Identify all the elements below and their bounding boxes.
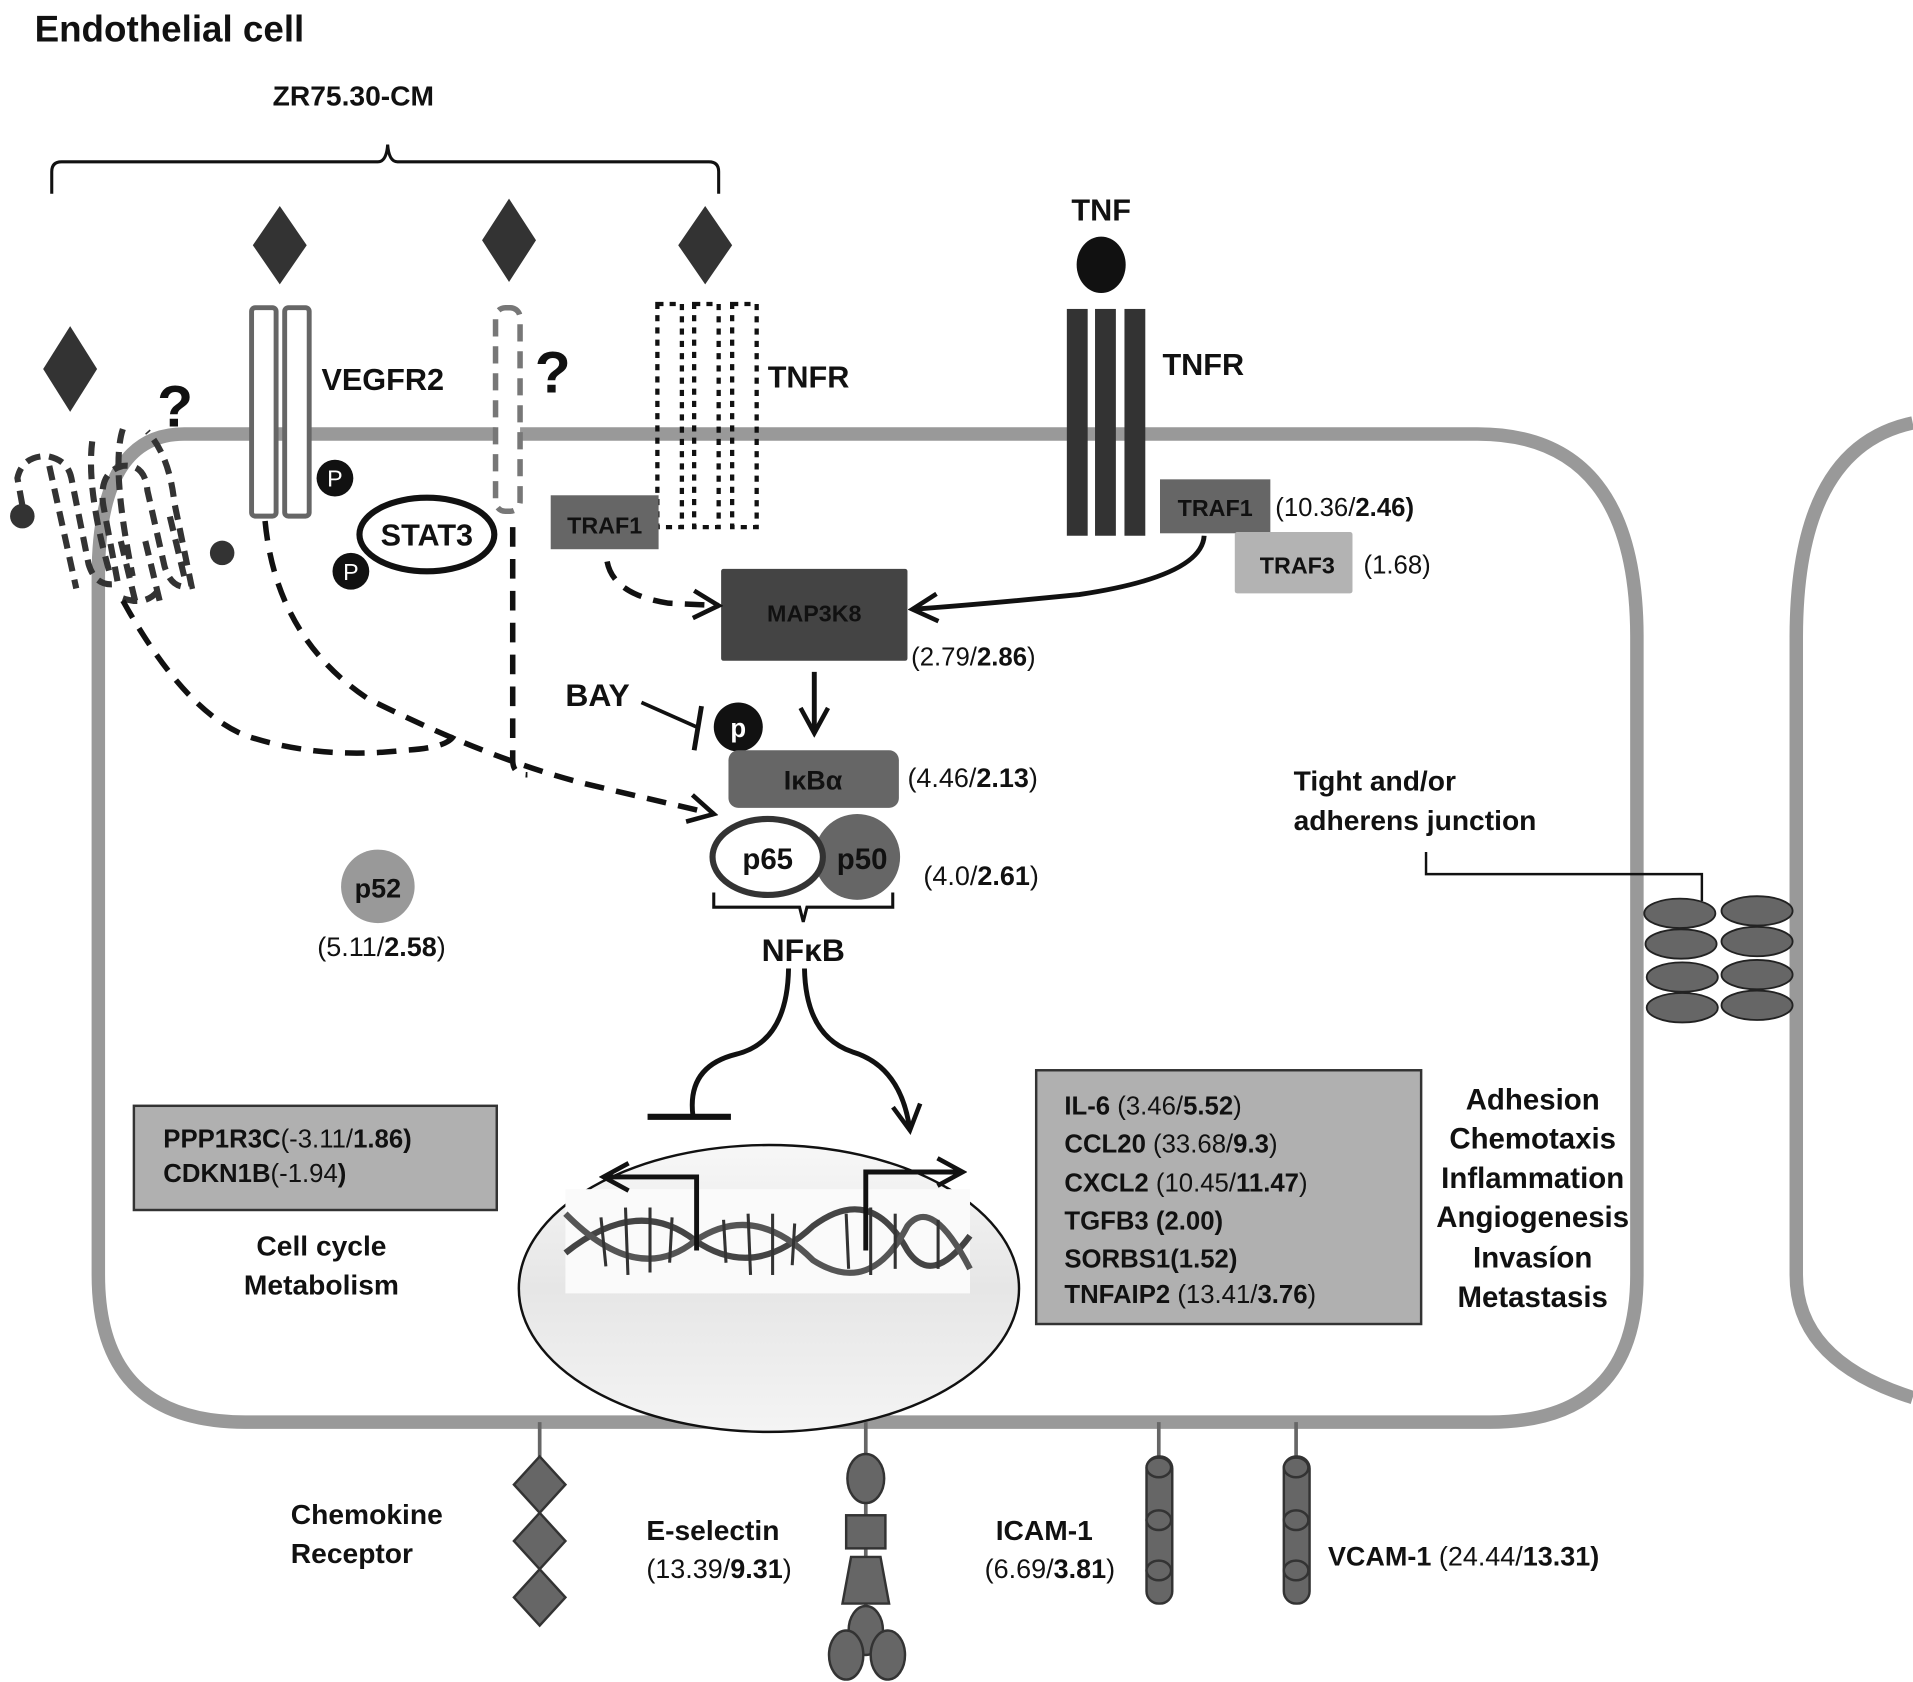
upregulated-gene-row: CXCL2 (10.45/11.47) xyxy=(1064,1170,1307,1198)
ligand-diamond xyxy=(252,205,307,285)
function-label: Inflammation xyxy=(1441,1162,1624,1195)
junction-pointer-line xyxy=(1424,852,1704,902)
gpcr-to-nfkb-path xyxy=(120,599,457,756)
ikba-phospho-site xyxy=(713,702,763,752)
junction-label: Tight and/or xyxy=(1294,765,1456,797)
traf1-to-map3k8-arrow xyxy=(604,560,719,605)
function-label: Adhesion xyxy=(1466,1083,1600,1116)
downregulated-genes-box xyxy=(132,1104,498,1212)
function-label: Angiogenesis xyxy=(1436,1201,1629,1234)
dna-helix-icon xyxy=(563,1189,973,1294)
upregulated-genes-box xyxy=(1034,1069,1423,1326)
bay-inhibitor-label: BAY xyxy=(565,677,629,713)
phospho-label: P xyxy=(343,559,359,585)
unknown-receptor-marker: ? xyxy=(535,340,571,405)
chemokine-receptor-label: Chemokine xyxy=(291,1498,443,1530)
function-label: Cell cycle xyxy=(256,1229,386,1261)
p50-node xyxy=(814,814,901,900)
neighbor-cell-membrane xyxy=(1789,416,1913,1405)
tnf-label: TNF xyxy=(1071,194,1131,228)
unknown-to-nfkb-path xyxy=(509,527,528,778)
icam1-label: ICAM-1 xyxy=(996,1514,1093,1546)
nfkb-label: NFκB xyxy=(762,932,845,968)
traf3-fold-change: (1.68) xyxy=(1364,552,1431,580)
figure-title: Endothelial cell xyxy=(35,9,305,50)
traf3-node xyxy=(1234,532,1353,594)
repressed-promoter-arrow xyxy=(603,1177,700,1251)
cell-membrane xyxy=(91,427,1644,1429)
map3k8-fold-change: (2.79/2.86) xyxy=(911,644,1035,672)
p52-node xyxy=(341,849,415,924)
e-selectin-fold-change: (13.39/9.31) xyxy=(646,1554,791,1584)
p65-label: p65 xyxy=(742,843,793,876)
bay-inhibition-line xyxy=(640,700,698,729)
e-selectin-label: E-selectin xyxy=(646,1514,779,1546)
nfkb-repression-line xyxy=(689,968,791,1116)
function-label: Metabolism xyxy=(244,1269,399,1301)
tnf-ligand xyxy=(1076,236,1126,294)
upregulated-gene-row: TNFAIP2 (13.41/3.76) xyxy=(1064,1281,1316,1309)
nfkb-fold-change: (4.0/2.61) xyxy=(923,861,1038,891)
nfkb-activation-arrow xyxy=(802,968,909,1130)
e-selectin-shape xyxy=(827,1422,907,1681)
gpcr-unknown-receptor xyxy=(10,428,235,604)
map3k8-label: MAP3K8 xyxy=(767,601,861,627)
function-label: Chemotaxis xyxy=(1449,1123,1616,1156)
upregulated-gene-row: TGFB3 (2.00) xyxy=(1064,1208,1223,1236)
icam1-shape xyxy=(1145,1422,1174,1605)
tnfr-dotted-label: TNFR xyxy=(768,360,850,394)
junction-proteins xyxy=(1643,895,1794,1024)
phospho-label: P xyxy=(327,466,343,492)
ikba-label: IκBα xyxy=(784,766,843,796)
traf1-right-label: TRAF1 xyxy=(1178,495,1253,521)
chemokine-receptor-label: Receptor xyxy=(291,1537,413,1569)
p52-label: p52 xyxy=(355,873,401,903)
ligand-diamond xyxy=(482,198,536,282)
downregulated-gene-row: CDKN1B(-1.94) xyxy=(163,1160,346,1188)
stimulus-bracket xyxy=(50,144,721,194)
phospho-site xyxy=(316,459,354,497)
stat3-node xyxy=(356,494,498,575)
upregulated-gene-row: SORBS1(1.52) xyxy=(1064,1246,1237,1274)
ligand-diamond xyxy=(678,205,733,285)
map3k8-node xyxy=(721,568,908,661)
unknown-receptor xyxy=(492,304,523,514)
chemokine-receptor-shape xyxy=(512,1422,568,1628)
nfkb-bracket xyxy=(712,892,895,923)
traf1-right-to-map3k8-arrow xyxy=(912,535,1207,610)
vegfr2-receptor xyxy=(249,305,312,519)
stimulus-label: ZR75.30-CM xyxy=(273,79,434,111)
downregulated-gene-row: PPP1R3C(-3.11/1.86) xyxy=(163,1125,411,1153)
function-label: Invasíon xyxy=(1473,1242,1592,1275)
tnfr-solid-receptor xyxy=(1066,308,1146,536)
p52-fold-change: (5.11/2.58) xyxy=(317,932,445,962)
stat3-label: STAT3 xyxy=(381,519,473,553)
function-label: Metastasis xyxy=(1458,1281,1608,1314)
activated-promoter-arrow xyxy=(863,1172,963,1251)
traf1-left-node xyxy=(550,495,659,550)
vegfr2-to-nfkb-path xyxy=(262,520,714,814)
traf1-left-label: TRAF1 xyxy=(567,512,642,538)
upregulated-gene-row: CCL20 (33.68/9.3) xyxy=(1064,1130,1277,1158)
ikba-phospho-label: p xyxy=(730,715,746,743)
phospho-site xyxy=(332,552,370,590)
junction-label: adherens junction xyxy=(1294,804,1537,836)
icam1-fold-change: (6.69/3.81) xyxy=(985,1554,1115,1584)
upregulated-gene-row: IL-6 (3.46/5.52) xyxy=(1064,1092,1241,1120)
tnfr-dotted-receptor xyxy=(655,301,759,530)
traf1-right-node xyxy=(1160,479,1271,534)
vcam1-label: VCAM-1 (24.44/13.31) xyxy=(1328,1542,1599,1572)
ikba-fold-change: (4.46/2.13) xyxy=(907,763,1037,793)
p65-node xyxy=(709,815,826,899)
ligand-diamond xyxy=(43,326,98,412)
vcam1-shape xyxy=(1282,1422,1311,1605)
tnfr-solid-label: TNFR xyxy=(1162,348,1244,382)
bay-inhibition-bar xyxy=(691,705,704,751)
ikba-node xyxy=(728,750,899,808)
p50-label: p50 xyxy=(837,843,888,876)
vegfr2-label: VEGFR2 xyxy=(321,363,444,397)
traf1-right-fold-change: (10.36/2.46) xyxy=(1275,494,1414,522)
traf3-label: TRAF3 xyxy=(1260,553,1335,579)
